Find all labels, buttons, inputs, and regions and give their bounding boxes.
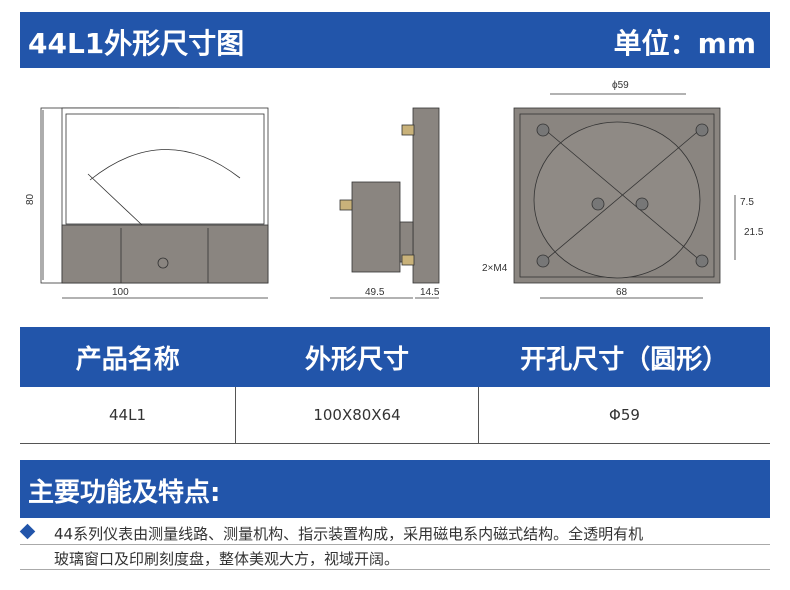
rear-v2-label: 21.5 <box>744 227 764 238</box>
features-title: 主要功能及特点: <box>28 478 221 508</box>
title-bar: 44L1外形尺寸图 单位：mm <box>20 12 770 68</box>
table-row: 44L1 100X80X64 Φ59 <box>20 387 770 444</box>
diamond-bullet-icon <box>19 523 36 540</box>
col-header-name: 产品名称 <box>20 327 236 387</box>
features-bar: 主要功能及特点: <box>20 460 770 518</box>
spec-table: 产品名称 外形尺寸 开孔尺寸（圆形） 44L1 100X80X64 Φ59 <box>20 327 770 444</box>
rear-screw-label: 2×M4 <box>482 263 508 274</box>
rear-diameter-label: ϕ59 <box>612 80 629 91</box>
cell-size: 100X80X64 <box>235 387 479 444</box>
front-height-label: 80 <box>25 193 36 205</box>
rear-v1-label: 7.5 <box>740 197 754 208</box>
col-header-size: 外形尺寸 <box>235 327 479 387</box>
cell-name: 44L1 <box>20 387 236 444</box>
front-width-label: 100 <box>112 287 129 298</box>
rear-view <box>513 93 736 299</box>
dimension-drawings: 100 80 49.5 14.5 ϕ59 68 7.5 21.5 2×M4 <box>25 80 764 299</box>
front-view <box>40 107 269 299</box>
rear-spacing-label: 68 <box>616 287 628 298</box>
feature-text: 44系列仪表由测量线路、测量机构、指示装置构成，采用磁电系内磁式结构。全透明有机 <box>54 525 644 543</box>
side-flange-label: 14.5 <box>420 287 440 298</box>
feature-line: 玻璃窗口及印刷刻度盘，整体美观大方，视域开阔。 <box>20 545 770 570</box>
feature-text: 玻璃窗口及印刷刻度盘，整体美观大方，视域开阔。 <box>54 550 400 568</box>
unit-label: 单位：mm <box>613 27 756 60</box>
side-depth-label: 49.5 <box>365 287 385 298</box>
page-title: 44L1外形尺寸图 <box>28 27 245 60</box>
cell-cutout: Φ59 <box>478 387 770 444</box>
col-header-cutout: 开孔尺寸（圆形） <box>478 327 770 387</box>
feature-line: 44系列仪表由测量线路、测量机构、指示装置构成，采用磁电系内磁式结构。全透明有机 <box>19 520 770 545</box>
side-view <box>330 107 440 299</box>
